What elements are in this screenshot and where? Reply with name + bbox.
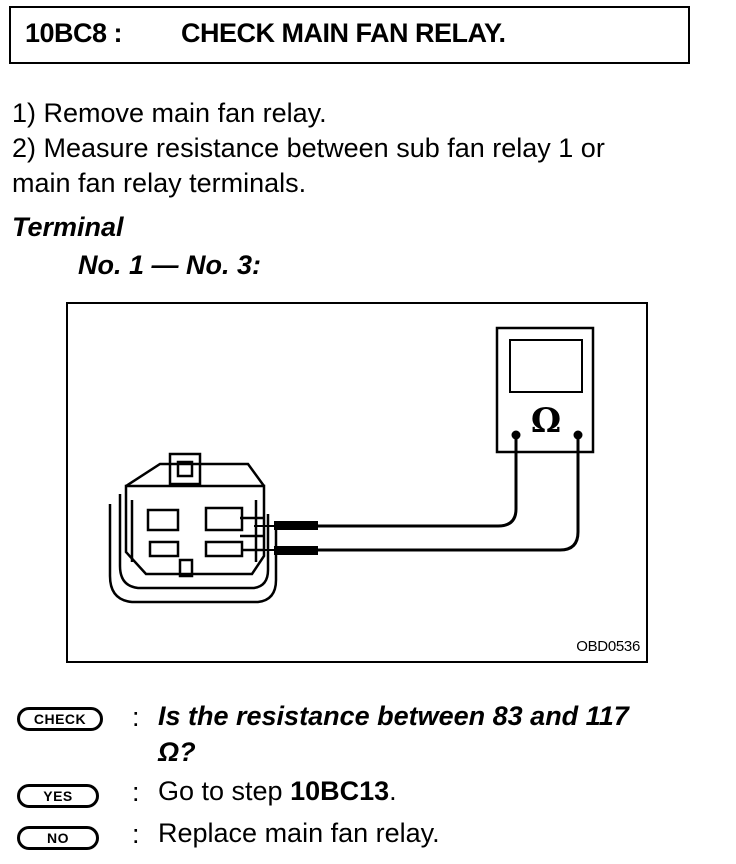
wiring-figure: Ω OBD0536 — [66, 302, 648, 663]
no-row: NO : Replace main fan relay. — [0, 818, 736, 858]
terminal-pair: No. 1 — No. 3: — [78, 250, 262, 280]
test-lead-upper — [316, 435, 518, 528]
yes-text-suffix: . — [389, 776, 397, 806]
step-header: 10BC8 : CHECK MAIN FAN RELAY. — [9, 6, 690, 64]
check-question: Is the resistance between 83 and 117 Ω? — [158, 698, 718, 770]
probe-upper — [274, 521, 318, 530]
figure-code: OBD0536 — [576, 638, 640, 655]
yes-step-link[interactable]: 10BC13 — [290, 776, 390, 806]
relay-ohmmeter-diagram: Ω — [108, 326, 595, 604]
yes-text-prefix: Go to step — [158, 776, 291, 806]
check-row: CHECK : Is the resistance between 83 and… — [0, 698, 736, 767]
yes-row: YES : Go to step 10BC13. — [0, 776, 736, 816]
step-title: CHECK MAIN FAN RELAY. — [181, 18, 506, 48]
instruction-step-2: 2) Measure resistance between sub fan re… — [12, 133, 605, 163]
step-code: 10BC8 : — [25, 18, 123, 48]
no-colon: : — [132, 819, 140, 849]
check-badge: CHECK — [17, 707, 103, 731]
instruction-step-1: 1) Remove main fan relay. — [12, 98, 327, 128]
no-badge: NO — [17, 826, 99, 850]
yes-colon: : — [132, 777, 140, 807]
instruction-step-2-continued: main fan relay terminals. — [12, 168, 307, 198]
instruction-list: 1) Remove main fan relay. 2) Measure res… — [12, 96, 712, 201]
relay-icon — [108, 452, 278, 604]
no-text: Replace main fan relay. — [158, 818, 440, 848]
check-question-line-2: Ω? — [158, 737, 196, 767]
yes-badge: YES — [17, 784, 99, 808]
terminal-heading: Terminal — [12, 212, 124, 242]
ohm-symbol: Ω — [531, 401, 561, 441]
test-lead-lower — [316, 435, 580, 552]
yes-text: Go to step 10BC13. — [158, 776, 397, 807]
check-question-line-1: Is the resistance between 83 and 117 — [158, 701, 629, 731]
check-colon: : — [132, 702, 140, 732]
probe-lower — [274, 546, 318, 555]
ohmmeter-icon: Ω — [495, 326, 595, 454]
